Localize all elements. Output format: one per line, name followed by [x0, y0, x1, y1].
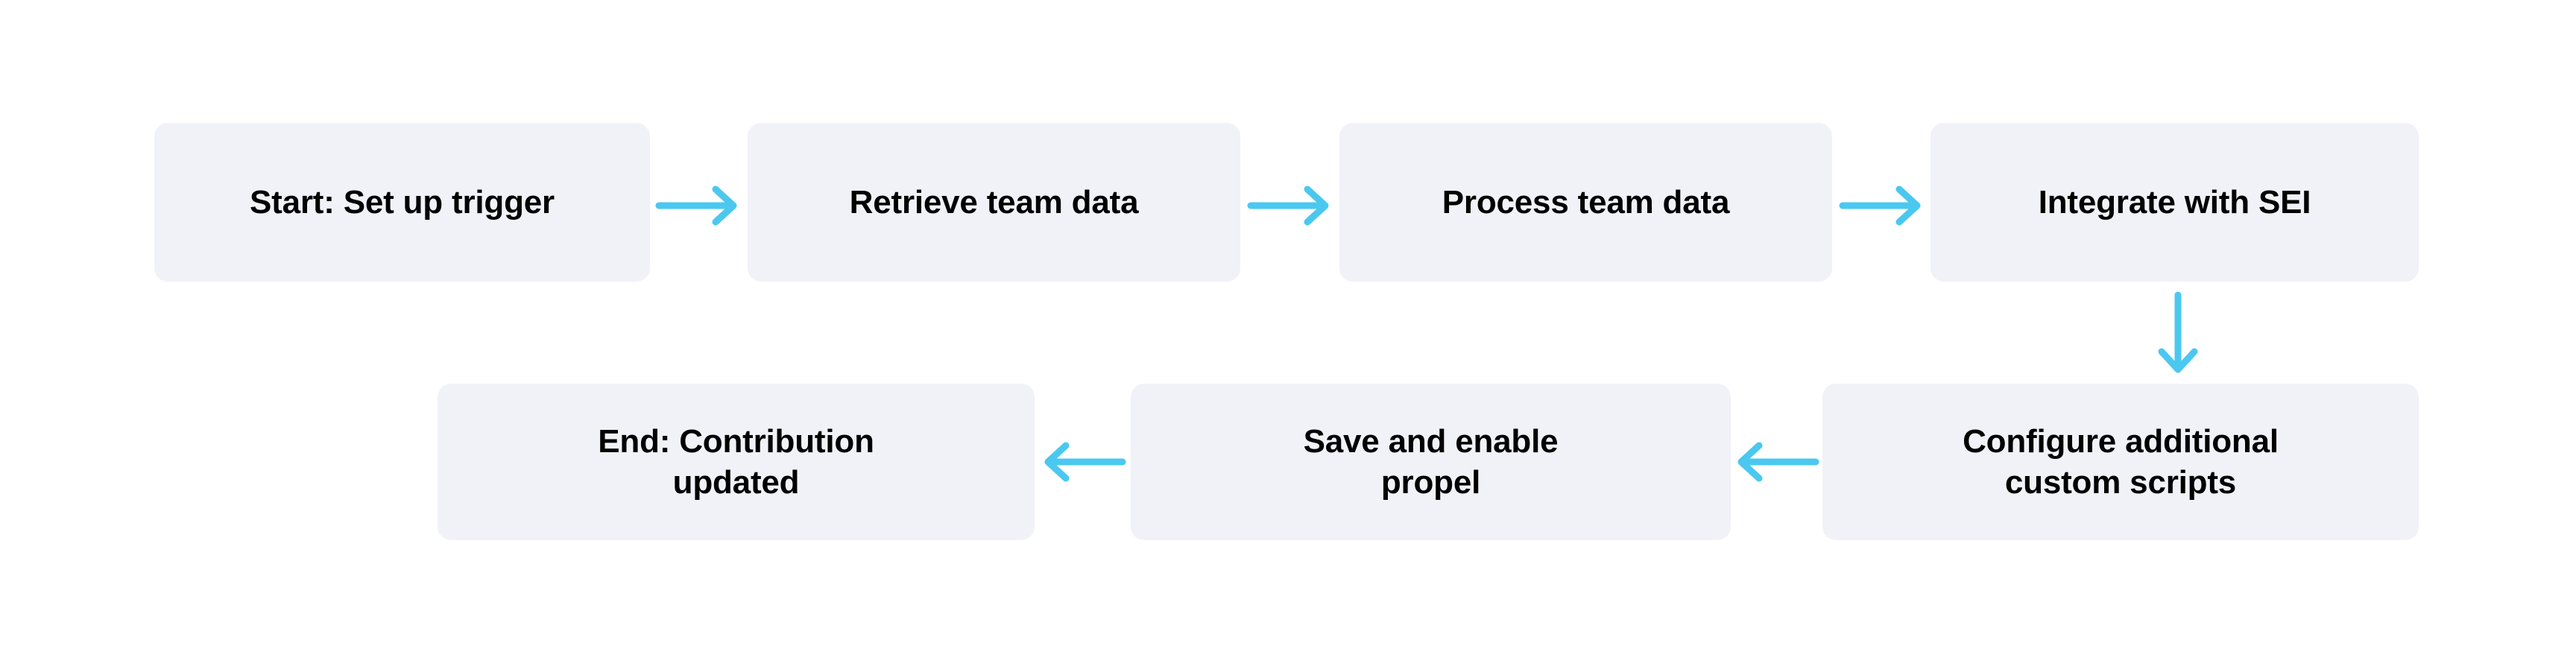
arrow-right-icon	[1247, 186, 1329, 226]
arrow-down-icon	[2158, 291, 2198, 373]
flow-node-start[interactable]: Start: Set up trigger	[154, 123, 650, 282]
flow-node-retrieve-team-data[interactable]: Retrieve team data	[748, 123, 1240, 282]
flow-node-label: Integrate with SEI	[2038, 183, 2311, 221]
flow-node-label: End: Contribution updated	[598, 422, 874, 501]
flow-node-label: Start: Set up trigger	[250, 183, 555, 221]
flow-node-label: Configure additional custom scripts	[1963, 422, 2279, 501]
flow-node-end-contribution-updated[interactable]: End: Contribution updated	[438, 384, 1035, 540]
arrow-left-icon	[1737, 442, 1819, 482]
flow-node-label: Save and enable propel	[1303, 422, 1559, 501]
arrow-left-icon	[1044, 442, 1126, 482]
flow-node-label: Process team data	[1442, 183, 1730, 221]
flow-node-configure-additional-custom-scripts[interactable]: Configure additional custom scripts	[1822, 384, 2419, 540]
arrow-right-icon	[1839, 186, 1921, 226]
flow-node-save-and-enable-propel[interactable]: Save and enable propel	[1131, 384, 1731, 540]
arrow-right-icon	[655, 186, 737, 226]
flow-node-integrate-with-sei[interactable]: Integrate with SEI	[1931, 123, 2419, 282]
flow-node-process-team-data[interactable]: Process team data	[1339, 123, 1832, 282]
flow-node-label: Retrieve team data	[849, 183, 1139, 221]
